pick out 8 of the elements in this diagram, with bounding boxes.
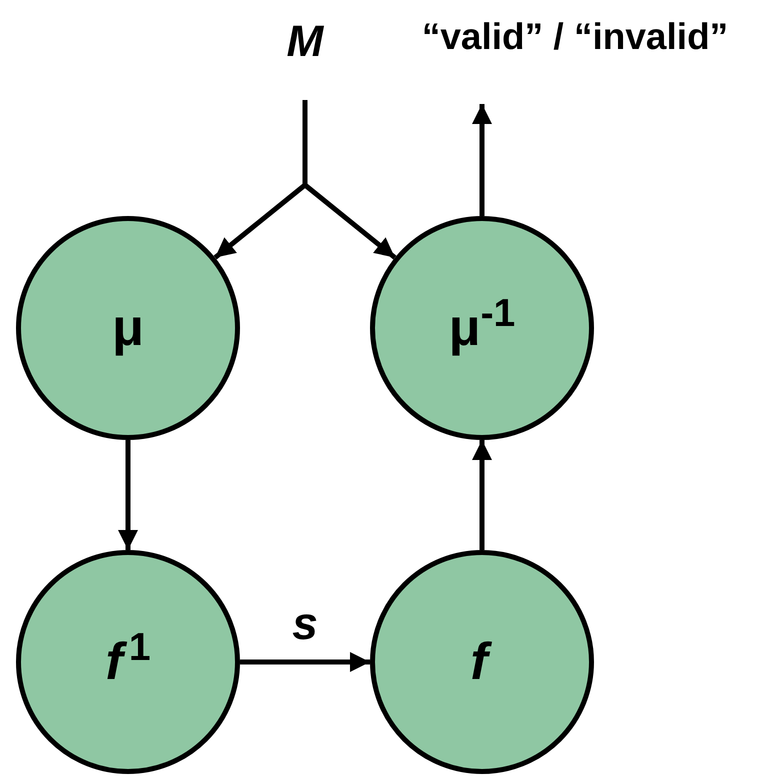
arrow bbox=[118, 440, 138, 550]
arrow bbox=[472, 104, 492, 216]
arrow bbox=[240, 652, 370, 672]
node-label: f bbox=[470, 636, 494, 688]
text-label: “valid” / “invalid” bbox=[422, 18, 728, 55]
text-label: M bbox=[286, 20, 324, 64]
node-label: μ bbox=[112, 302, 144, 354]
arrow bbox=[472, 440, 492, 550]
